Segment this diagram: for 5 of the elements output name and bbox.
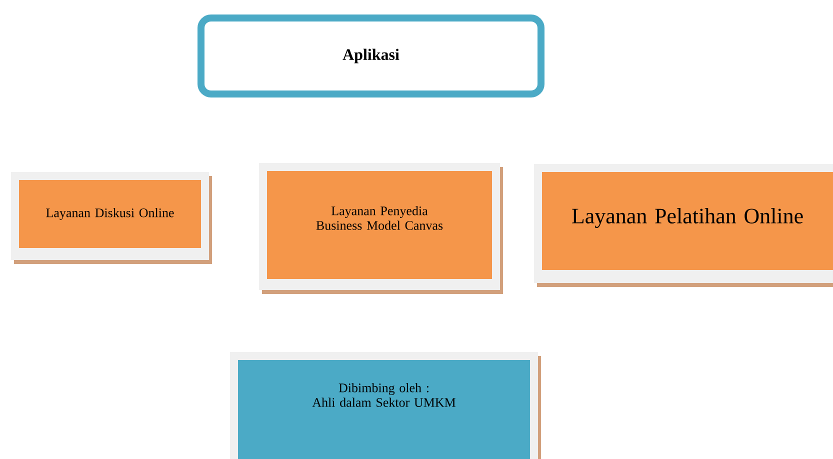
service-box: Layanan Penyedia Business Model Canvas: [259, 163, 503, 294]
service-box: Layanan Pelatihan Online: [534, 164, 833, 287]
title-box: Aplikasi: [198, 14, 544, 98]
service-box: Dibimbing oleh : Ahli dalam Sektor UMKM: [230, 352, 541, 459]
service-box: Layanan Diskusi Online: [11, 172, 212, 264]
